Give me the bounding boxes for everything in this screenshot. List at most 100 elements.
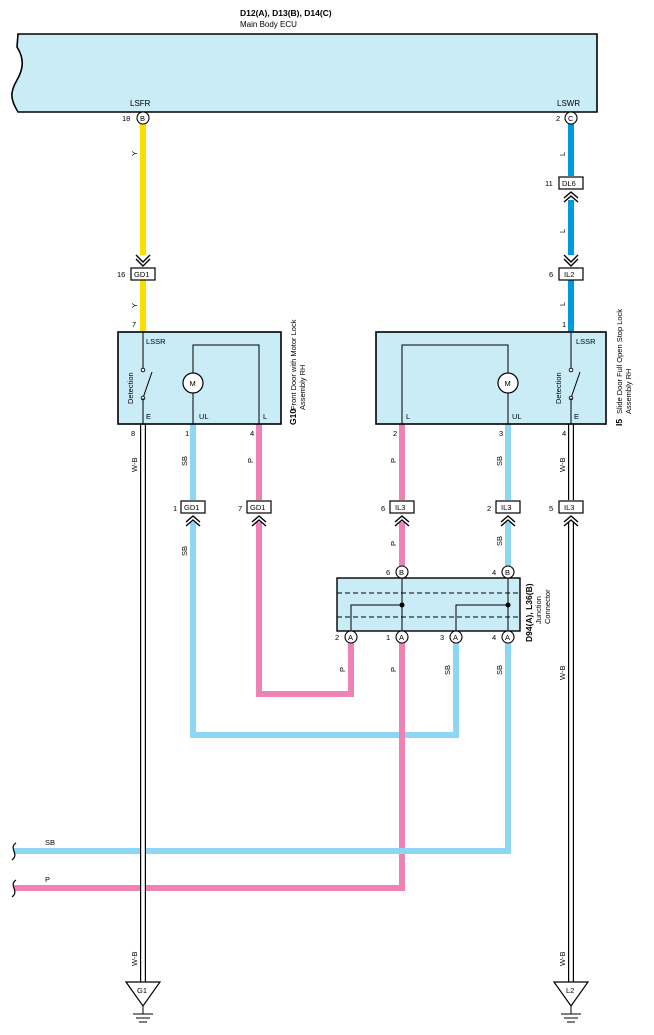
wire-break-sb [11,842,17,861]
junction-top-right-pin: 4 [492,568,496,577]
junction-b3-pin: 4 [492,633,496,642]
junction-top-left-pin: 6 [386,568,390,577]
ecu-lsfr-pin: 18 [122,114,130,123]
junction-name-1: Junction [534,596,543,624]
i5-assembly: 1 LSSR Detection M L UL E 2 3 4 I5 Slide… [375,309,633,438]
junction-b3-circle [501,630,515,644]
il2-pin: 6 [549,270,553,279]
dl6-pin: 11 [545,179,553,188]
wire-label-l-3: L [558,302,567,306]
il3-c-pin: 5 [549,504,553,513]
junction-connector: 6 B 4 B 2 A 1 A 3 A 4 A D94(A), L36(B) J… [335,565,552,644]
i5-lssr: LSSR [576,337,596,346]
junction-b2-circle [449,630,463,644]
junction-top-left-conn: B [399,568,404,577]
junction-b0-pin: 2 [335,633,339,642]
g10-top-pin: 7 [132,320,136,329]
i5-name-1: Slide Door Full Open Stop Lock [615,309,624,414]
g10-motor-icon [182,372,204,394]
g10-motor-label: M [190,379,196,388]
g10-term-ul: UL [199,412,209,421]
g10-name-1: Front Door with Motor Lock [289,319,298,410]
gd1-b-name: GD1 [250,503,265,512]
ecu-title: D12(A), D13(B), D14(C) [240,8,332,18]
junction-b2-conn: A [453,633,458,642]
wire-label-wb-5: W-B [558,952,567,966]
g10-term-l: L [263,412,267,421]
g10-detection: Detection [126,372,135,404]
il3-connector-a: 6 IL3 [381,500,415,527]
il3-b-pin: 2 [487,504,491,513]
i5-motor-icon [497,372,519,394]
ecu-lsfr-label: LSFR [130,99,151,108]
wire-label-sb-2: SB [495,456,504,466]
junction-b1-circle [395,630,409,644]
junction-b1-conn: A [399,633,404,642]
wire-label-p-out: P [45,875,50,884]
ecu-lsfr-connector [136,111,150,125]
gd1-b-pin: 7 [238,504,242,513]
gd1-a-pin: 1 [173,504,177,513]
gd1-top-connector: 16 GD1 [117,254,156,281]
il3-b-name: IL3 [501,503,511,512]
i5-detection: Detection [554,372,563,404]
wire-label-l-2: L [558,229,567,233]
wire-sb-g10-ul-lower [190,522,459,738]
i5-motor-label: M [505,379,511,388]
i5-id: I5 [614,419,624,426]
junction-b1-pin: 1 [386,633,390,642]
junction-b3-conn: A [505,633,510,642]
g10-term-e: E [146,412,151,421]
ecu-lsfr-conn: B [140,114,145,123]
ecu-lswr-connector [564,111,578,125]
i5-box [375,331,607,425]
gd1-top-pin: 16 [117,270,125,279]
g10-pin-ul: 1 [185,429,189,438]
il3-a-pin: 6 [381,504,385,513]
ecu-lswr-pin: 2 [556,114,560,123]
junction-top-right-conn: B [505,568,510,577]
ground-g1: G1 [124,981,162,1023]
ground-l2: L2 [552,981,590,1023]
wire-label-wb-4: W-B [130,952,139,966]
i5-top-pin: 1 [562,320,566,329]
ecu-lswr-conn: C [568,114,574,123]
il3-connector-b: 2 IL3 [487,500,521,527]
il2-connector: 6 IL2 [549,254,584,281]
i5-pin-l: 2 [393,429,397,438]
i5-pin-e: 4 [562,429,566,438]
g10-pin-l: 4 [250,429,254,438]
i5-name-2: Assembly RH [624,369,633,414]
junction-b0-circle [344,630,358,644]
wire-label-p-4: P [338,667,347,672]
i5-pin-ul: 3 [499,429,503,438]
wire-label-p-3: P [389,541,398,546]
gd1-connector-b: 7 GD1 [238,500,272,527]
ground-l2-label: L2 [566,986,574,995]
ground-l2-triangle [552,981,590,1008]
i5-term-ul: UL [512,412,522,421]
wire-label-sb-out: SB [45,838,55,847]
gd1-top-name: GD1 [134,270,149,279]
junction-id: D94(A), L36(B) [524,583,534,642]
il3-c-name: IL3 [564,503,574,512]
wire-label-p-5: P [389,667,398,672]
junction-name-2: Connector [543,589,552,624]
wire-label-l-1: L [558,152,567,156]
wire-label-sb-1: SB [180,456,189,466]
wire-label-sb-5: SB [443,665,452,675]
wire-label-y-2: Y [130,303,139,308]
ground-g1-label: G1 [137,986,147,995]
ecu-box [11,33,598,113]
i5-term-l: L [406,412,410,421]
wire-label-p-1: P [246,458,255,463]
g10-name-2: Assembly RH [298,365,307,410]
junction-b2-pin: 3 [440,633,444,642]
dl6-connector: 11 DL6 [545,176,584,203]
wire-label-y-1: Y [130,151,139,156]
g10-id: G10 [288,409,298,425]
wire-label-p-2: P [389,458,398,463]
g10-pin-e: 8 [131,429,135,438]
ground-g1-triangle [124,981,162,1008]
